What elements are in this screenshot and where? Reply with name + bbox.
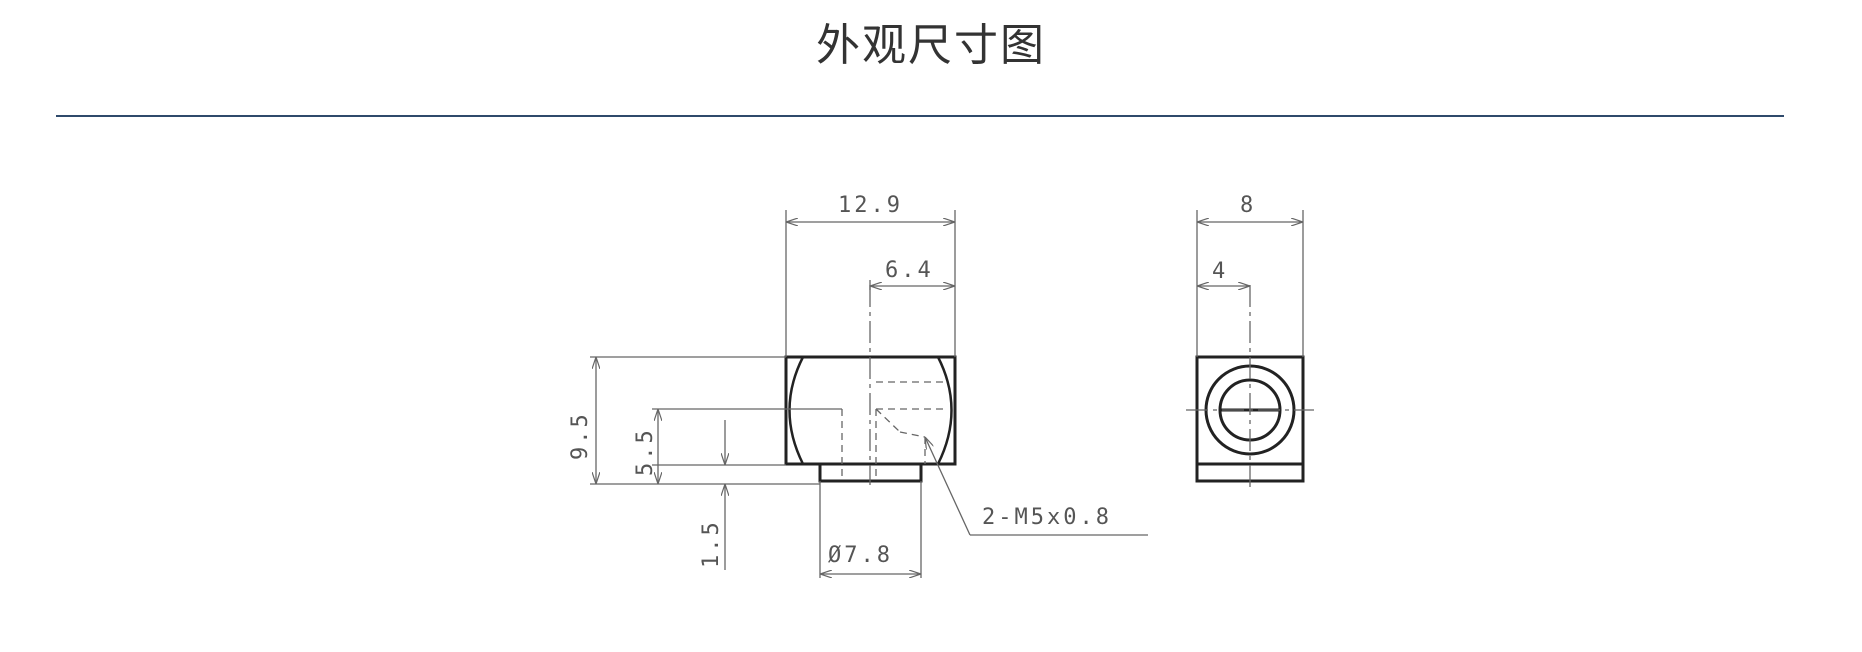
dim-label-8: 8 <box>1240 193 1256 218</box>
title-divider <box>56 115 1784 117</box>
dim-label-1-5: 1.5 <box>699 519 724 568</box>
page-title: 外观尺寸图 <box>816 20 1046 71</box>
thread-callout-label: 2-M5x0.8 <box>982 505 1112 530</box>
dim-label-9-5: 9.5 <box>568 411 593 460</box>
dim-label-6-4: 6.4 <box>885 258 934 283</box>
thread-leader-line <box>925 437 971 536</box>
dim-label-12-9: 12.9 <box>838 193 903 218</box>
front-right-curve <box>936 356 953 465</box>
front-left-curve <box>788 356 805 465</box>
dim-label-5-5: 5.5 <box>633 427 658 476</box>
dim-label-diameter-7-8: Ø7.8 <box>828 543 893 568</box>
dim-label-4: 4 <box>1212 259 1228 284</box>
front-view: 12.9 6.4 9.5 5.5 1.5 Ø7.8 2-M5x0.8 <box>568 193 1148 578</box>
side-view: 8 4 <box>1186 193 1314 488</box>
front-extension-lines <box>590 210 956 578</box>
front-hidden-lines <box>841 381 945 481</box>
